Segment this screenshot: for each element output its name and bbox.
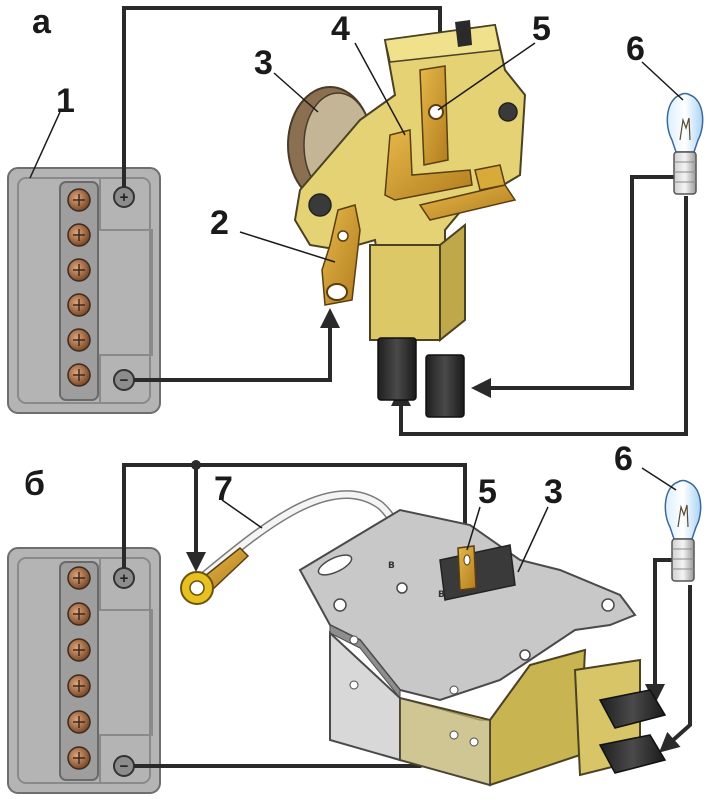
plate-mark-2: B bbox=[438, 590, 445, 600]
callout-1: 1 bbox=[56, 82, 75, 120]
contact-block-left-top bbox=[377, 337, 417, 401]
leader-lines-bottom bbox=[221, 467, 677, 573]
leader-lines-top bbox=[29, 42, 684, 263]
contact-block-right-top bbox=[425, 354, 465, 418]
callout-6-bottom: 6 bbox=[614, 440, 633, 478]
minus-symbol-bottom: − bbox=[120, 758, 129, 775]
panel-b-letter: б bbox=[24, 465, 45, 503]
regulator-top bbox=[287, 20, 527, 418]
battery-top: + − bbox=[7, 167, 161, 414]
callout-5-bottom: 5 bbox=[478, 473, 497, 511]
callout-6-top: 6 bbox=[626, 30, 645, 68]
callout-2: 2 bbox=[210, 204, 229, 242]
battery-cell-plugs-bottom bbox=[67, 566, 91, 770]
callout-4: 4 bbox=[331, 10, 350, 48]
callout-5-top: 5 bbox=[532, 10, 551, 48]
panel-a-letter: а bbox=[32, 3, 52, 41]
lamp-bottom bbox=[664, 479, 702, 582]
battery-bottom: + − bbox=[7, 547, 161, 794]
callout-7: 7 bbox=[214, 470, 233, 508]
terminal-2 bbox=[321, 204, 361, 306]
terminal-5-bottom bbox=[457, 545, 477, 591]
plus-symbol-bottom: + bbox=[120, 570, 129, 587]
regulator-bottom: B B bbox=[298, 508, 667, 787]
contact-block-upper-bottom bbox=[598, 689, 667, 729]
callout-3-bottom: 3 bbox=[544, 473, 563, 511]
plate-mark-1: B bbox=[388, 561, 395, 571]
battery-cell-plugs-top bbox=[67, 188, 91, 387]
brass-lead-4 bbox=[384, 129, 473, 201]
contact-block-lower-bottom bbox=[598, 734, 667, 774]
lamp-top bbox=[666, 92, 704, 195]
plus-symbol-top: + bbox=[120, 189, 129, 206]
minus-symbol-top: − bbox=[120, 372, 129, 389]
callout-3-top: 3 bbox=[254, 44, 273, 82]
